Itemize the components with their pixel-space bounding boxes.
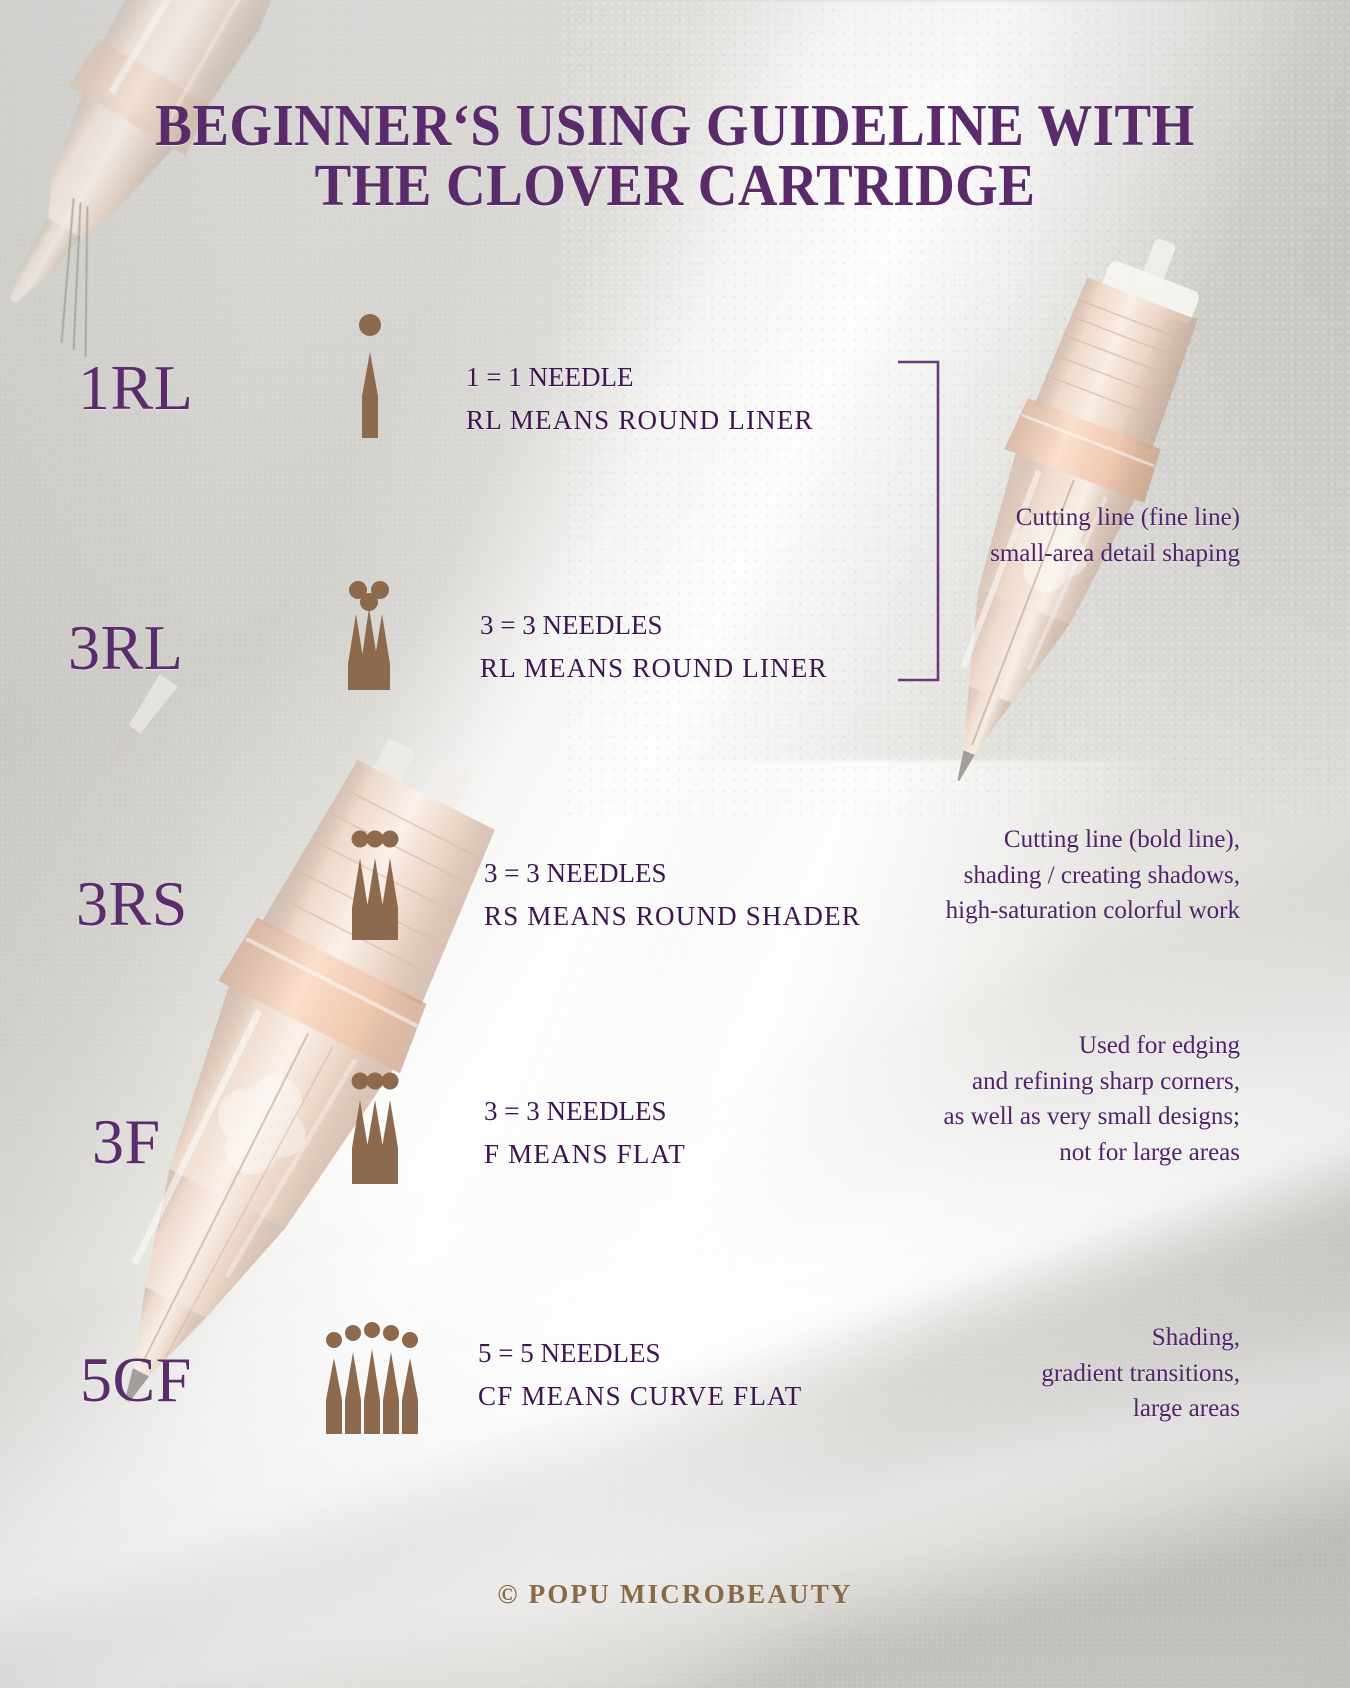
needle-diagram-3rl xyxy=(322,578,418,694)
row-desc-3rl-line-1: 3 = 3 NEEDLES xyxy=(480,610,663,640)
row-desc-3rl-line-2: RL MEANS ROUND LINER xyxy=(480,652,828,683)
row-desc-5cf: 5 = 5 NEEDLES CF MEANS CURVE FLAT xyxy=(478,1332,802,1417)
note-5cf-line-2: gradient transitions, xyxy=(1041,1359,1240,1387)
cartridge-photo-top-left xyxy=(0,0,441,437)
row-desc-5cf-line-2: CF MEANS CURVE FLAT xyxy=(478,1380,803,1411)
note-3f-line-4: not for large areas xyxy=(1059,1138,1240,1166)
row-code-5cf: 5CF xyxy=(80,1344,192,1415)
note-5cf: Shading, gradient transitions, large are… xyxy=(1041,1320,1240,1427)
row-code-3rl: 3RL xyxy=(68,612,184,683)
note-5cf-line-1: Shading, xyxy=(1151,1324,1240,1351)
note-3f-line-1: Used for edging xyxy=(1078,1032,1240,1059)
note-3rs-line-1: Cutting line (bold line), xyxy=(1003,826,1240,853)
row-code-3rs: 3RS xyxy=(76,868,188,939)
row-code-1rl: 1RL xyxy=(78,352,194,423)
background-paper-texture xyxy=(560,0,1350,820)
row-desc-3rs-line-2: RS MEANS ROUND SHADER xyxy=(484,900,862,931)
group-bracket-liner xyxy=(896,360,944,682)
row-desc-1rl-line-1: 1 = 1 NEEDLE xyxy=(466,362,634,392)
note-5cf-line-3: large areas xyxy=(1132,1395,1240,1422)
row-desc-3f: 3 = 3 NEEDLES F MEANS FLAT xyxy=(484,1090,686,1175)
row-desc-1rl-line-2: RL MEANS ROUND LINER xyxy=(466,404,814,435)
note-3f-line-2: and refining sharp corners, xyxy=(972,1067,1240,1095)
page-title: BEGINNER‘S USING GUIDELINE WITH THE CLOV… xyxy=(47,95,1303,215)
note-3rs-line-2: shading / creating shadows, xyxy=(963,861,1240,889)
note-liner-line-1: Cutting line (fine line) xyxy=(1015,504,1240,531)
note-3rs-line-3: high-saturation colorful work xyxy=(945,897,1240,924)
note-3f-line-3: as well as very small designs; xyxy=(943,1103,1240,1130)
row-desc-3f-line-1: 3 = 3 NEEDLES xyxy=(484,1096,667,1126)
needle-diagram-1rl xyxy=(330,312,410,442)
row-desc-5cf-line-1: 5 = 5 NEEDLES xyxy=(478,1338,661,1368)
row-code-3f: 3F xyxy=(92,1106,161,1177)
page-title-line-1: BEGINNER‘S USING GUIDELINE WITH xyxy=(155,92,1195,158)
note-3rs: Cutting line (bold line), shading / crea… xyxy=(946,822,1240,929)
page-title-line-2: THE CLOVER CARTRIDGE xyxy=(314,152,1036,219)
needle-diagram-3rs xyxy=(330,828,420,944)
note-3f: Used for edging and refining sharp corne… xyxy=(944,1028,1240,1170)
note-liner-line-2: small-area detail shaping xyxy=(990,539,1240,567)
row-desc-1rl: 1 = 1 NEEDLE RL MEANS ROUND LINER xyxy=(466,356,814,441)
needle-diagram-3f xyxy=(330,1070,420,1188)
row-desc-3f-line-2: F MEANS FLAT xyxy=(484,1138,686,1169)
cartridge-photo-right xyxy=(812,185,1328,845)
needle-diagram-5cf xyxy=(318,1320,424,1438)
row-desc-3rs-line-1: 3 = 3 NEEDLES xyxy=(484,858,667,888)
row-desc-3rl: 3 = 3 NEEDLES RL MEANS ROUND LINER xyxy=(480,604,828,689)
cartridge-photo-needle-fragment xyxy=(76,656,243,823)
note-liner: Cutting line (fine line) small-area deta… xyxy=(990,500,1240,571)
footer-credit: © POPU MICROBEAUTY xyxy=(497,1579,853,1609)
row-desc-3rs: 3 = 3 NEEDLES RS MEANS ROUND SHADER xyxy=(484,852,861,937)
